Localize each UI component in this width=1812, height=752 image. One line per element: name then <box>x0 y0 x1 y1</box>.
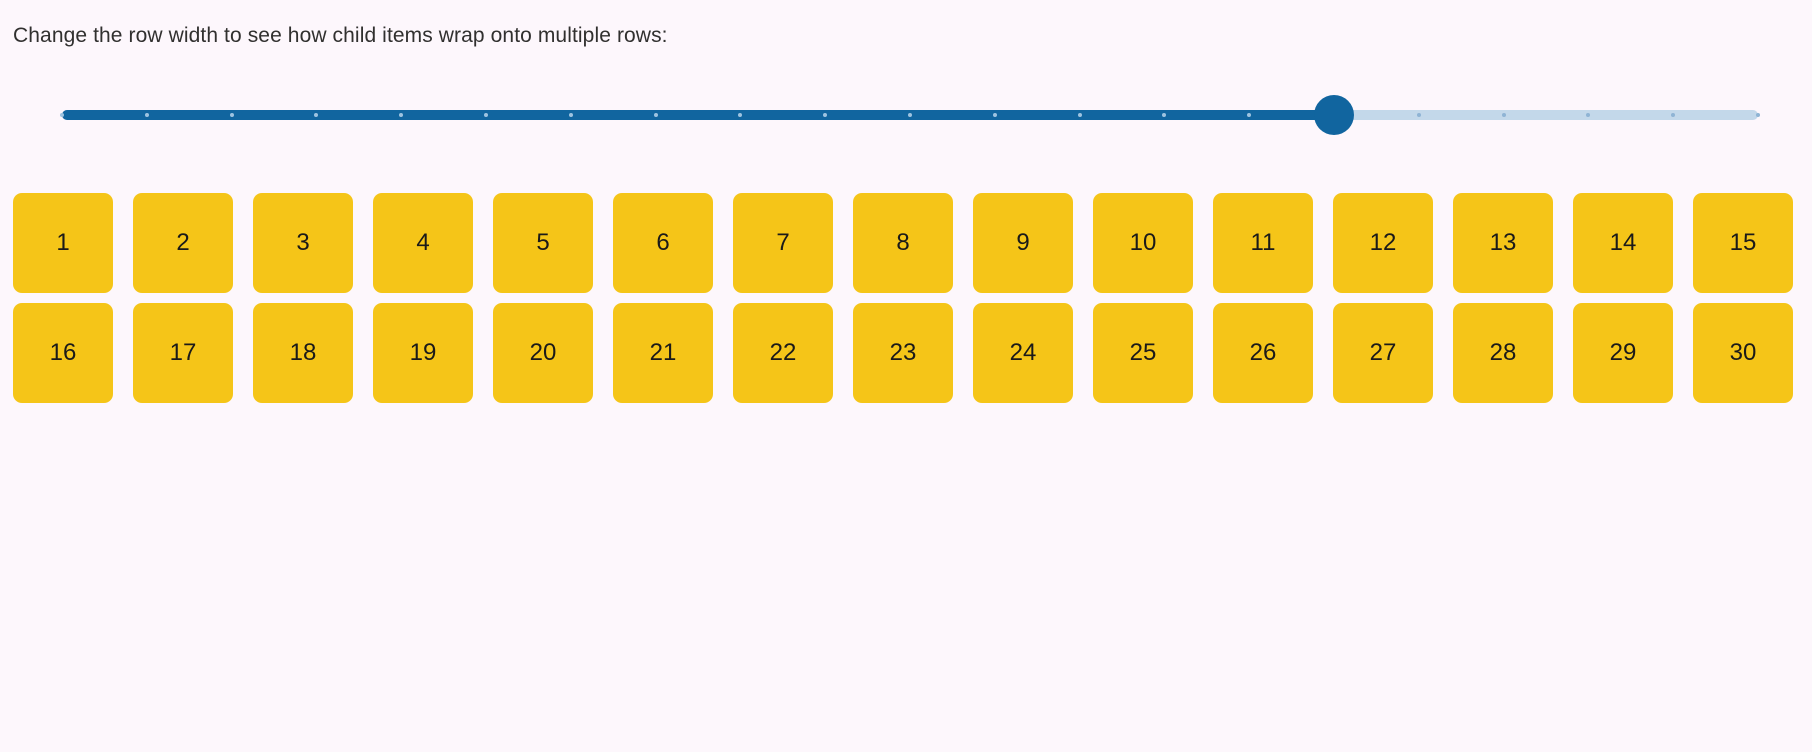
slider-tick <box>484 113 488 117</box>
slider-tick <box>60 113 64 117</box>
slider-tick <box>992 113 997 117</box>
grid-item: 26 <box>1213 303 1313 403</box>
grid-item: 18 <box>253 303 353 403</box>
grid-item: 19 <box>373 303 473 403</box>
page-title: Change the row width to see how child it… <box>13 24 668 47</box>
slider-ticks <box>60 110 1760 120</box>
slider-tick <box>1586 113 1591 117</box>
grid-item: 14 <box>1573 193 1673 293</box>
grid-item: 12 <box>1333 193 1433 293</box>
grid-item: 7 <box>733 193 833 293</box>
grid-item: 1 <box>13 193 113 293</box>
grid-item: 2 <box>133 193 233 293</box>
grid-item: 20 <box>493 303 593 403</box>
grid-item: 30 <box>1693 303 1793 403</box>
slider-tick <box>653 113 658 117</box>
slider-tick <box>823 113 828 117</box>
grid-item: 11 <box>1213 193 1313 293</box>
row-width-slider[interactable] <box>60 95 1760 135</box>
grid-item: 9 <box>973 193 1073 293</box>
slider-tick <box>314 113 319 117</box>
slider-tick <box>399 113 404 117</box>
grid-item: 4 <box>373 193 473 293</box>
grid-item: 23 <box>853 303 953 403</box>
slider-tick <box>229 113 234 117</box>
grid-item: 22 <box>733 303 833 403</box>
grid-item: 15 <box>1693 193 1793 293</box>
slider-tick <box>1162 113 1167 117</box>
grid-item: 17 <box>133 303 233 403</box>
grid-item: 28 <box>1453 303 1553 403</box>
slider-tick <box>738 113 743 117</box>
grid-item: 13 <box>1453 193 1553 293</box>
grid-item: 8 <box>853 193 953 293</box>
slider-tick <box>1501 113 1506 117</box>
slider-tick <box>1756 113 1760 117</box>
slider-tick <box>1416 113 1421 117</box>
grid-item: 16 <box>13 303 113 403</box>
slider-tick <box>1077 113 1082 117</box>
slider-tick <box>144 113 149 117</box>
grid-item: 10 <box>1093 193 1193 293</box>
slider-tick <box>1671 113 1676 117</box>
grid-item: 27 <box>1333 303 1433 403</box>
grid-item: 25 <box>1093 303 1193 403</box>
grid-item: 29 <box>1573 303 1673 403</box>
grid-item: 6 <box>613 193 713 293</box>
grid-item: 5 <box>493 193 593 293</box>
slider-tick <box>1247 113 1252 117</box>
slider-thumb[interactable] <box>1314 95 1354 135</box>
slider-tick <box>568 113 573 117</box>
slider-tick <box>908 113 912 117</box>
grid-item: 24 <box>973 303 1073 403</box>
grid-item: 21 <box>613 303 713 403</box>
grid-item: 3 <box>253 193 353 293</box>
slider-fill <box>62 110 1334 120</box>
